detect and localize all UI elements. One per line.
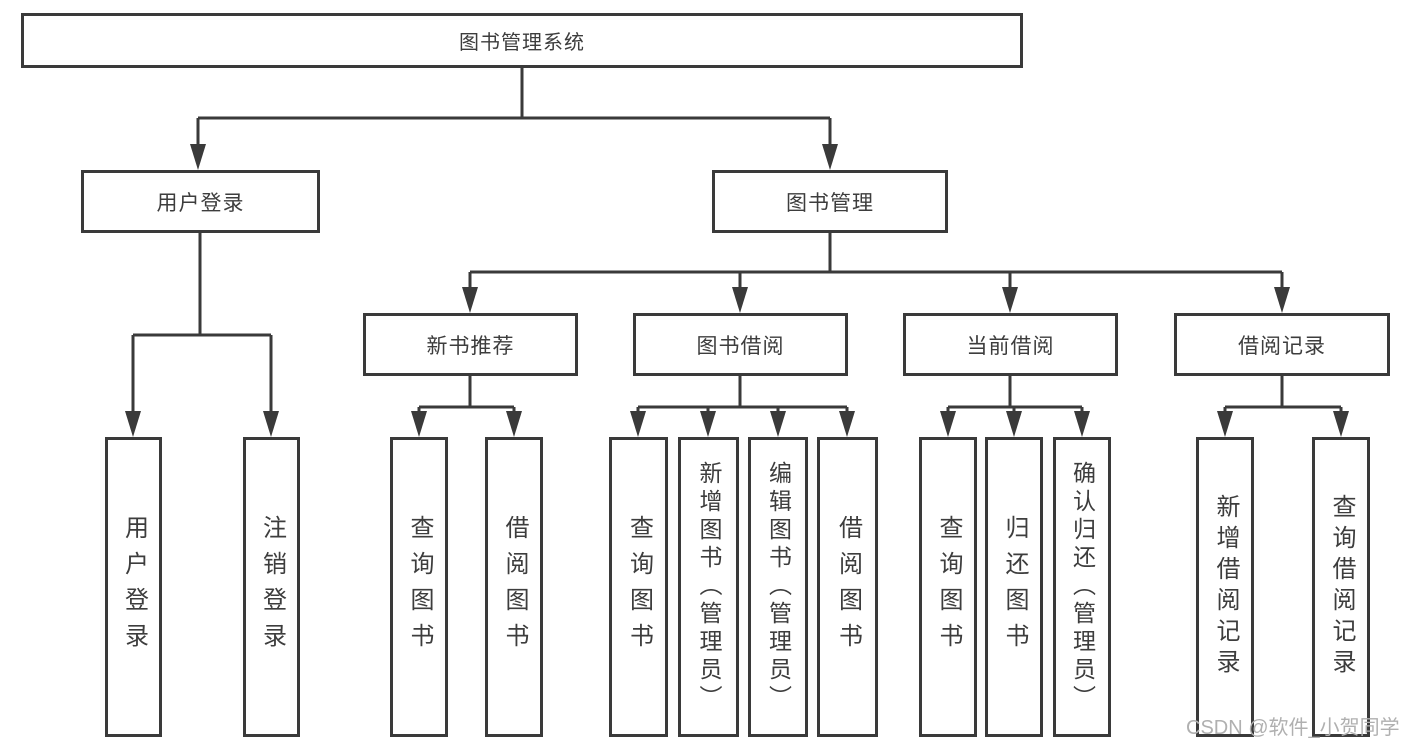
leaf-cb-return-books-label: 归还图书 [1001,515,1028,659]
leaf-nbr-query-books: 查询图书 [390,437,448,737]
node-library-management-system-label: 图书管理系统 [459,32,585,54]
node-new-book-recommend-label: 新书推荐 [426,334,515,358]
leaf-logout-login: 注销登录 [243,437,300,737]
leaf-bb-add-books-admin: 新增图书（管理员） [678,437,739,737]
leaf-bb-edit-books-admin-label: 编辑图书（管理员） [765,461,792,713]
node-book-management-label: 图书管理 [786,191,874,215]
node-library-management-system: 图书管理系统 [21,13,1023,68]
leaf-user-login-label: 用户登录 [120,515,148,659]
watermark-text: CSDN @软件_小贺同学 [1186,717,1400,739]
leaf-cb-confirm-return-admin: 确认归还（管理员） [1053,437,1111,737]
leaf-br-add-record: 新增借阅记录 [1196,437,1254,737]
node-current-borrowing: 当前借阅 [903,313,1118,376]
leaf-bb-borrow-books: 借阅图书 [817,437,878,737]
leaf-cb-query-books-label: 查询图书 [935,515,962,659]
node-borrow-records-label: 借阅记录 [1238,334,1326,358]
leaf-bb-borrow-books-label: 借阅图书 [834,515,862,659]
node-book-borrowing: 图书借阅 [633,313,848,376]
node-current-borrowing-label: 当前借阅 [966,334,1055,358]
leaf-nbr-borrow-books-label: 借阅图书 [501,515,528,659]
leaf-cb-return-books: 归还图书 [985,437,1043,737]
leaf-logout-login-label: 注销登录 [258,515,286,659]
leaf-br-query-record-label: 查询借阅记录 [1328,494,1355,680]
node-user-login-label: 用户登录 [156,191,245,215]
leaf-user-login: 用户登录 [105,437,162,737]
node-book-borrowing-label: 图书借阅 [696,334,785,358]
leaf-br-add-record-label: 新增借阅记录 [1212,494,1239,680]
leaf-br-query-record: 查询借阅记录 [1312,437,1370,737]
node-book-management: 图书管理 [712,170,948,233]
leaf-bb-edit-books-admin: 编辑图书（管理员） [748,437,808,737]
leaf-nbr-borrow-books: 借阅图书 [485,437,543,737]
leaf-bb-query-books-label: 查询图书 [625,515,653,659]
leaf-nbr-query-books-label: 查询图书 [406,515,433,659]
node-user-login: 用户登录 [81,170,320,233]
leaf-bb-query-books: 查询图书 [609,437,668,737]
leaf-bb-add-books-admin-label: 新增图书（管理员） [696,461,722,713]
node-new-book-recommend: 新书推荐 [363,313,578,376]
node-borrow-records: 借阅记录 [1174,313,1390,376]
leaf-cb-confirm-return-admin-label: 确认归还（管理员） [1069,461,1096,713]
leaf-cb-query-books: 查询图书 [919,437,977,737]
